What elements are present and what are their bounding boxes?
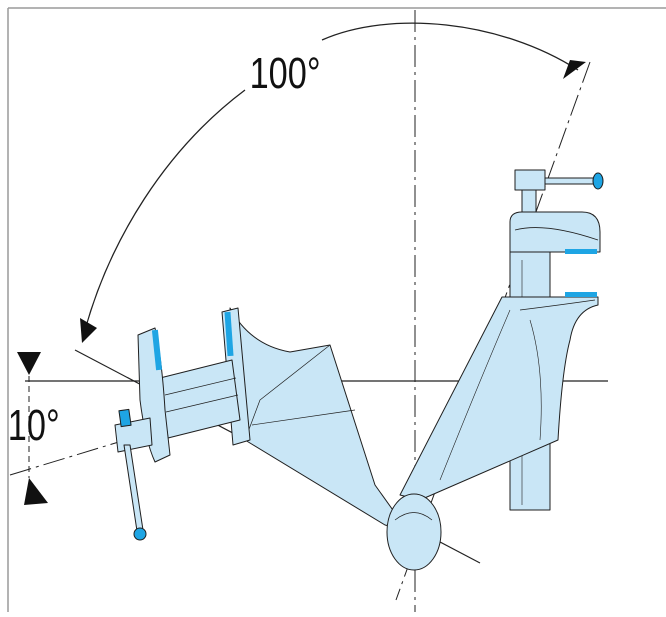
vise-tilted (114, 307, 406, 541)
upright-body (399, 296, 599, 501)
movable-jaw-pad (151, 329, 163, 371)
tilted-handle-knob (133, 527, 147, 541)
upright-screw-block (514, 169, 546, 191)
arc-arrowhead-right-icon (563, 60, 586, 79)
tilted-slide-rail (159, 359, 241, 439)
vise-upright (399, 169, 604, 511)
upright-upper-jaw (509, 211, 601, 253)
pivot-joint (386, 493, 442, 571)
frame (7, 7, 666, 612)
lower-jaw-pad (565, 292, 597, 297)
level-arrow-down-icon (17, 352, 41, 375)
level-arrow-up-icon (24, 478, 48, 505)
arc-arrowhead-left-icon (80, 318, 97, 343)
tilted-body (229, 307, 406, 531)
fixed-jaw-pad (224, 311, 234, 357)
upright-handle-knob (592, 172, 604, 190)
tilted-handle-bar (123, 444, 144, 532)
angle-label-10: 10° (8, 401, 60, 450)
angle-label-100: 100° (250, 49, 321, 98)
angle-arc-100 (84, 22, 579, 331)
upper-jaw-pad (565, 249, 597, 254)
